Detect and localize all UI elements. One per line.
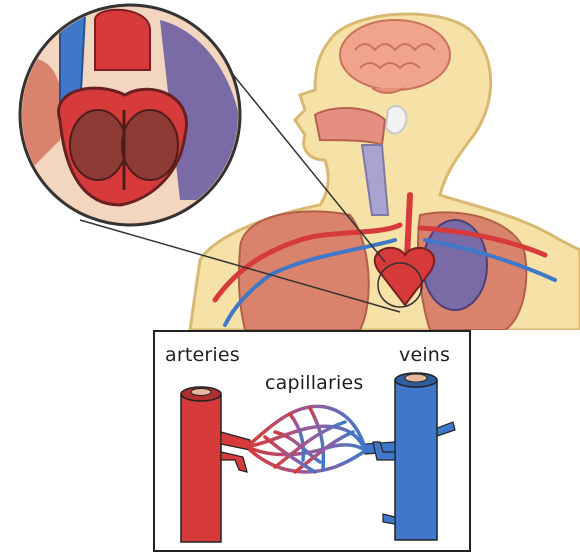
vein-cylinder — [365, 373, 455, 540]
veins-label: veins — [399, 344, 450, 366]
capillary-network — [250, 406, 365, 472]
artery-cylinder — [181, 387, 250, 542]
capillaries-label: capillaries — [265, 372, 364, 394]
magnified-heart-circle — [20, 5, 240, 225]
circulatory-system-illustration — [0, 0, 580, 330]
arteries-label: arteries — [165, 344, 240, 366]
blood-vessel-diagram-panel: arteries capillaries veins — [153, 330, 471, 552]
